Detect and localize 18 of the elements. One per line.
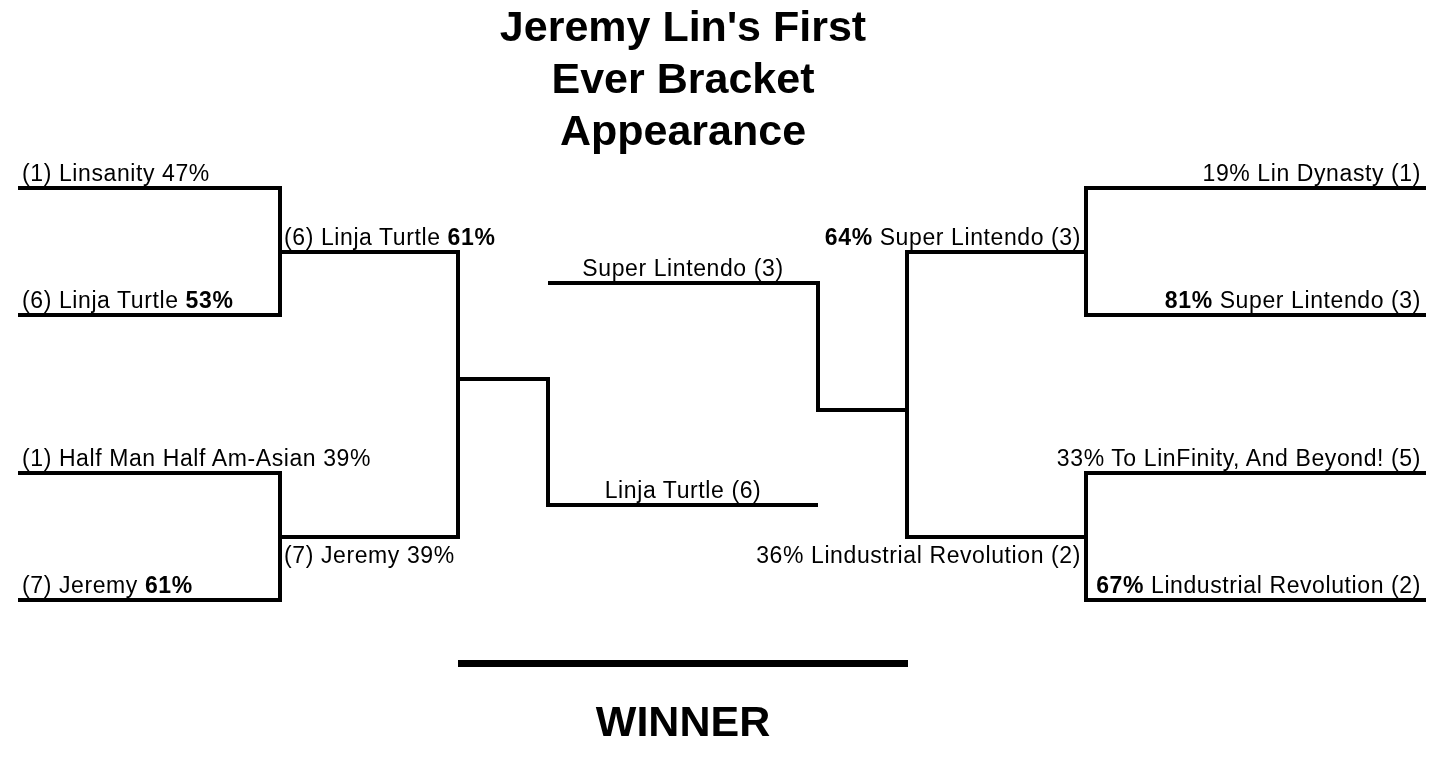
team-entry: Super Lintendo (3) (582, 255, 784, 281)
bracket-connector (816, 281, 909, 539)
title: Jeremy Lin's First Ever Bracket Appearance (498, 1, 868, 156)
team-entry: 67% Lindustrial Revolution (2) (1096, 572, 1421, 598)
team-entry: 64% Super Lintendo (3) (824, 224, 1081, 250)
team-entry: (1) Half Man Half Am-Asian 39% (22, 445, 372, 471)
team-entry: 33% To LinFinity, And Beyond! (5) (1056, 445, 1421, 471)
team-entry: (7) Jeremy 61% (22, 572, 193, 598)
team-entry: (6) Linja Turtle 61% (284, 224, 496, 250)
team-entry: (7) Jeremy 39% (284, 542, 455, 568)
team-entry: 19% Lin Dynasty (1) (1202, 160, 1421, 186)
bracket-connector (456, 377, 550, 539)
team-entry: 81% Super Lintendo (3) (1164, 287, 1421, 313)
winner-label: WINNER (595, 696, 771, 745)
team-entry: (1) Linsanity 47% (22, 160, 210, 186)
team-entry: Linja Turtle (6) (604, 477, 762, 503)
team-entry: 36% Lindustrial Revolution (2) (756, 542, 1081, 568)
team-entry: (6) Linja Turtle 53% (22, 287, 234, 313)
